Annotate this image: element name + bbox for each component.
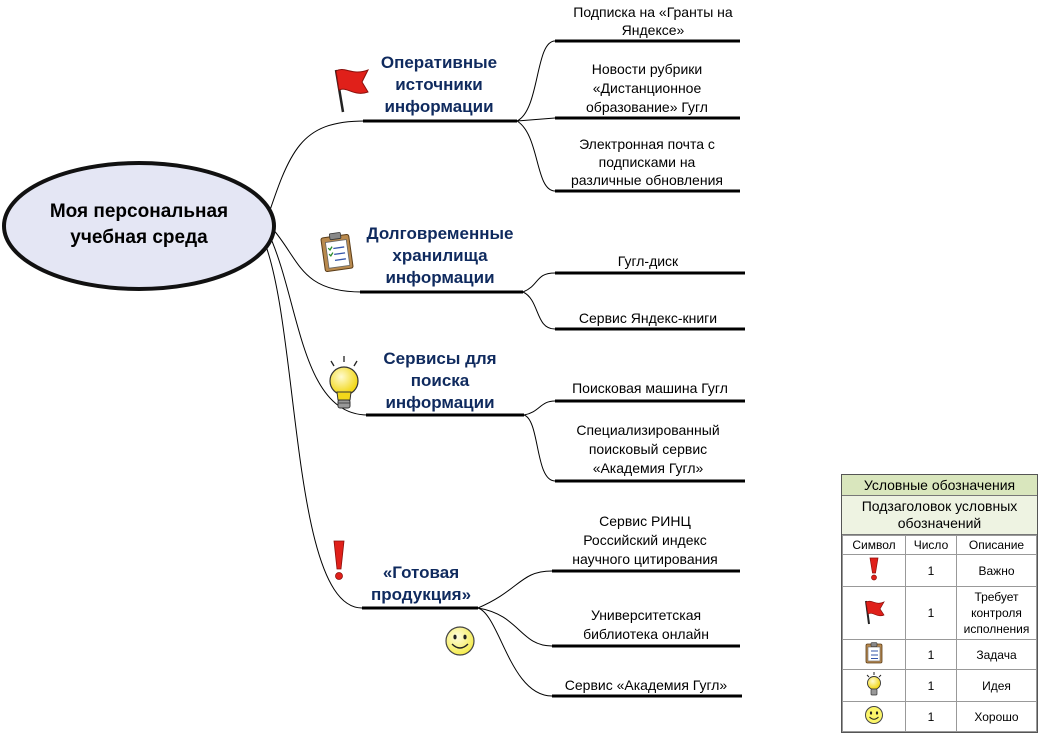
legend-description: Идея bbox=[956, 669, 1037, 702]
legend-symbol-cell bbox=[842, 586, 906, 640]
leaf-text-line: Университетская bbox=[591, 607, 701, 623]
branch-title-line: информации bbox=[385, 268, 494, 287]
smiley-good-icon bbox=[445, 626, 475, 656]
leaf-connectors bbox=[477, 40, 556, 697]
legend-row: 1 Идея bbox=[842, 669, 1037, 702]
leaf-text-line: Новости рубрики bbox=[592, 61, 702, 77]
root-title-line-1: Моя персональная bbox=[50, 201, 228, 222]
legend-header-row: Символ Число Описание bbox=[842, 535, 1037, 555]
legend-header-description: Описание bbox=[956, 535, 1037, 555]
legend-count: 1 bbox=[905, 669, 957, 702]
leaf-text-line: Электронная почта с bbox=[579, 136, 715, 152]
red-flag-icon bbox=[334, 69, 370, 113]
leaf-yandex-books[interactable]: Сервис Яндекс-книги bbox=[555, 310, 745, 331]
legend-row: 1 Требует контроля исполнения bbox=[842, 586, 1037, 640]
leaf-google-drive[interactable]: Гугл-диск bbox=[555, 253, 745, 275]
branch-long-term-storage[interactable]: Долговременные хранилища информации bbox=[360, 224, 523, 294]
root-node[interactable]: Моя персональная учебная среда bbox=[2, 161, 276, 291]
lightbulb-idea-icon bbox=[329, 356, 359, 409]
legend-count: 1 bbox=[905, 701, 957, 732]
legend-symbol-cell bbox=[842, 669, 906, 702]
leaf-text-line: библиотека онлайн bbox=[583, 626, 709, 642]
exclamation-icon bbox=[869, 557, 879, 581]
exclamation-important-icon bbox=[333, 540, 345, 580]
branch-title-line: Оперативные bbox=[381, 53, 497, 72]
leaf-text-line: различные обновления bbox=[571, 172, 723, 188]
leaf-text-line: Сервис Яндекс-книги bbox=[579, 310, 717, 326]
legend-symbol-cell bbox=[842, 554, 906, 587]
leaf-text-line: подписками на bbox=[599, 154, 696, 170]
leaf-text-line: Подписка на «Гранты на bbox=[573, 4, 733, 20]
leaf-text-line: Гугл-диск bbox=[618, 253, 679, 269]
legend-table: Символ Число Описание 1 Важно 1 Треб bbox=[842, 535, 1037, 732]
legend-description: Требует контроля исполнения bbox=[956, 586, 1037, 640]
leaf-text-line: «Академия Гугл» bbox=[593, 460, 704, 476]
legend-description: Важно bbox=[956, 554, 1037, 587]
leaf-google-search[interactable]: Поисковая машина Гугл bbox=[555, 380, 745, 403]
red-flag-icon bbox=[865, 600, 885, 624]
branch-title-line: хранилища bbox=[392, 246, 488, 265]
leaf-university-library[interactable]: Университетская библиотека онлайн bbox=[552, 607, 740, 648]
legend-subtitle: Подзаголовок условных обозначений bbox=[842, 496, 1037, 535]
leaf-text-line: образование» Гугл bbox=[586, 99, 708, 115]
clipboard-task-icon bbox=[865, 642, 883, 664]
legend-header-count: Число bbox=[905, 535, 957, 555]
leaf-text-line: научного цитирования bbox=[572, 551, 718, 567]
legend-symbol-cell bbox=[842, 701, 906, 732]
clipboard-task-icon bbox=[320, 232, 354, 273]
branch-title-line: источники bbox=[395, 75, 483, 94]
leaf-google-scholar-service[interactable]: Сервис «Академия Гугл» bbox=[552, 677, 742, 698]
legend-row: 1 Задача bbox=[842, 639, 1037, 670]
legend-row: 1 Хорошо bbox=[842, 701, 1037, 732]
lightbulb-idea-icon bbox=[866, 672, 882, 696]
legend-description: Хорошо bbox=[956, 701, 1037, 732]
root-connectors bbox=[261, 120, 369, 609]
branch-ready-products[interactable]: «Готовая продукция» bbox=[362, 563, 478, 610]
smiley-good-icon bbox=[865, 706, 883, 724]
leaf-grants-yandex[interactable]: Подписка на «Гранты на Яндексе» bbox=[555, 4, 740, 43]
branch-title-line: Сервисы для bbox=[383, 349, 496, 368]
branch-title-line: Долговременные bbox=[367, 224, 514, 243]
legend-header-symbol: Символ bbox=[842, 535, 906, 555]
leaf-text-line: Специализированный bbox=[576, 422, 719, 438]
leaf-text-line: Поисковая машина Гугл bbox=[572, 380, 728, 396]
legend-count: 1 bbox=[905, 554, 957, 587]
leaf-email-subscriptions[interactable]: Электронная почта с подписками на различ… bbox=[555, 136, 740, 193]
branch-title-line: продукция» bbox=[371, 585, 471, 604]
legend-count: 1 bbox=[905, 586, 957, 640]
branch-title-line: информации bbox=[385, 393, 494, 412]
legend-count: 1 bbox=[905, 639, 957, 670]
branch-title-line: «Готовая bbox=[383, 563, 459, 582]
leaf-text-line: «Дистанционное bbox=[593, 80, 702, 96]
legend-description: Задача bbox=[956, 639, 1037, 670]
leaf-text-line: Яндексе» bbox=[622, 22, 685, 38]
root-title-line-2: учебная среда bbox=[70, 227, 208, 248]
leaf-text-line: Сервис «Академия Гугл» bbox=[565, 677, 728, 693]
legend-panel: Условные обозначения Подзаголовок условн… bbox=[841, 474, 1038, 733]
leaf-text-line: Российский индекс bbox=[583, 532, 707, 548]
legend-row: 1 Важно bbox=[842, 554, 1037, 587]
leaf-text-line: Сервис РИНЦ bbox=[599, 513, 691, 529]
branch-title-line: поиска bbox=[411, 371, 470, 390]
legend-title: Условные обозначения bbox=[842, 475, 1037, 496]
legend-symbol-cell bbox=[842, 639, 906, 670]
leaf-google-scholar[interactable]: Специализированный поисковый сервис «Ака… bbox=[555, 422, 745, 483]
branch-title-line: информации bbox=[384, 97, 493, 116]
leaf-rinc[interactable]: Сервис РИНЦ Российский индекс научного ц… bbox=[552, 513, 740, 573]
branch-operative-sources[interactable]: Оперативные источники информации bbox=[363, 53, 517, 123]
branch-search-services[interactable]: Сервисы для поиска информации bbox=[366, 349, 524, 417]
leaf-text-line: поисковый сервис bbox=[589, 441, 707, 457]
leaf-news-distance-education[interactable]: Новости рубрики «Дистанционное образован… bbox=[555, 61, 740, 120]
